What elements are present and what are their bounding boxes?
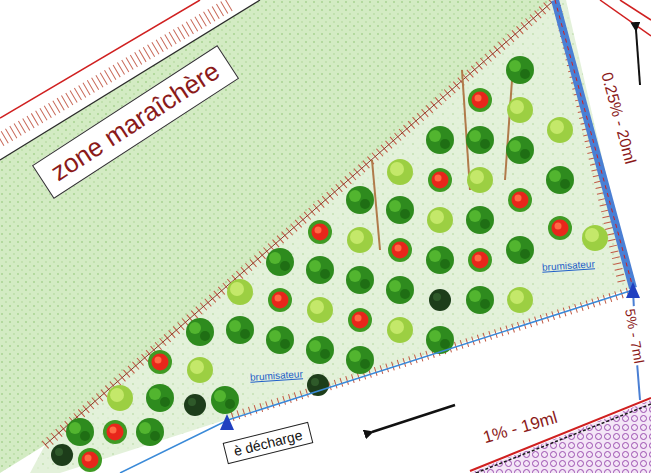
- slope-label: 0.25% - 20ml: [597, 68, 640, 168]
- discharge-box: è décharge: [223, 422, 314, 465]
- box-text: è décharge: [232, 427, 304, 460]
- slope-label: 5% - 7ml: [621, 305, 647, 366]
